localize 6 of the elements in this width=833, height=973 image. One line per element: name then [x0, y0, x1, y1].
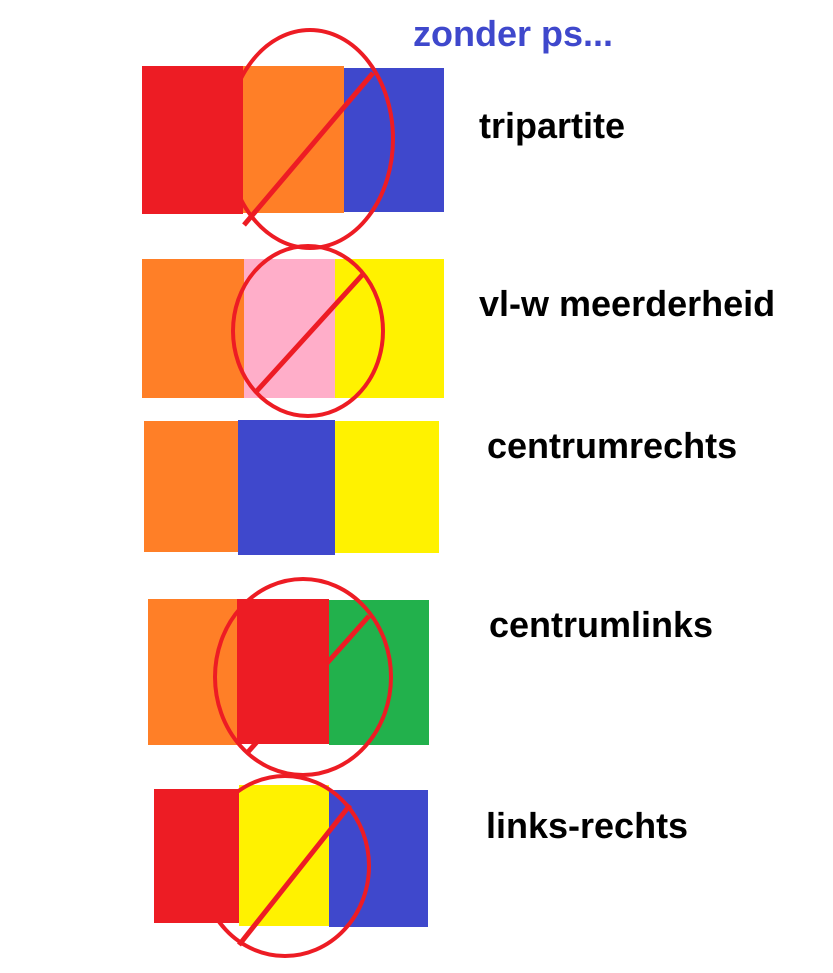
- row-label: centrumrechts: [487, 428, 738, 464]
- row-label: tripartite: [479, 108, 626, 144]
- title: zonder ps...: [413, 16, 614, 52]
- row-label: centrumlinks: [489, 607, 714, 643]
- row-label: vl-w meerderheid: [479, 286, 776, 322]
- row-label: links-rechts: [486, 808, 688, 844]
